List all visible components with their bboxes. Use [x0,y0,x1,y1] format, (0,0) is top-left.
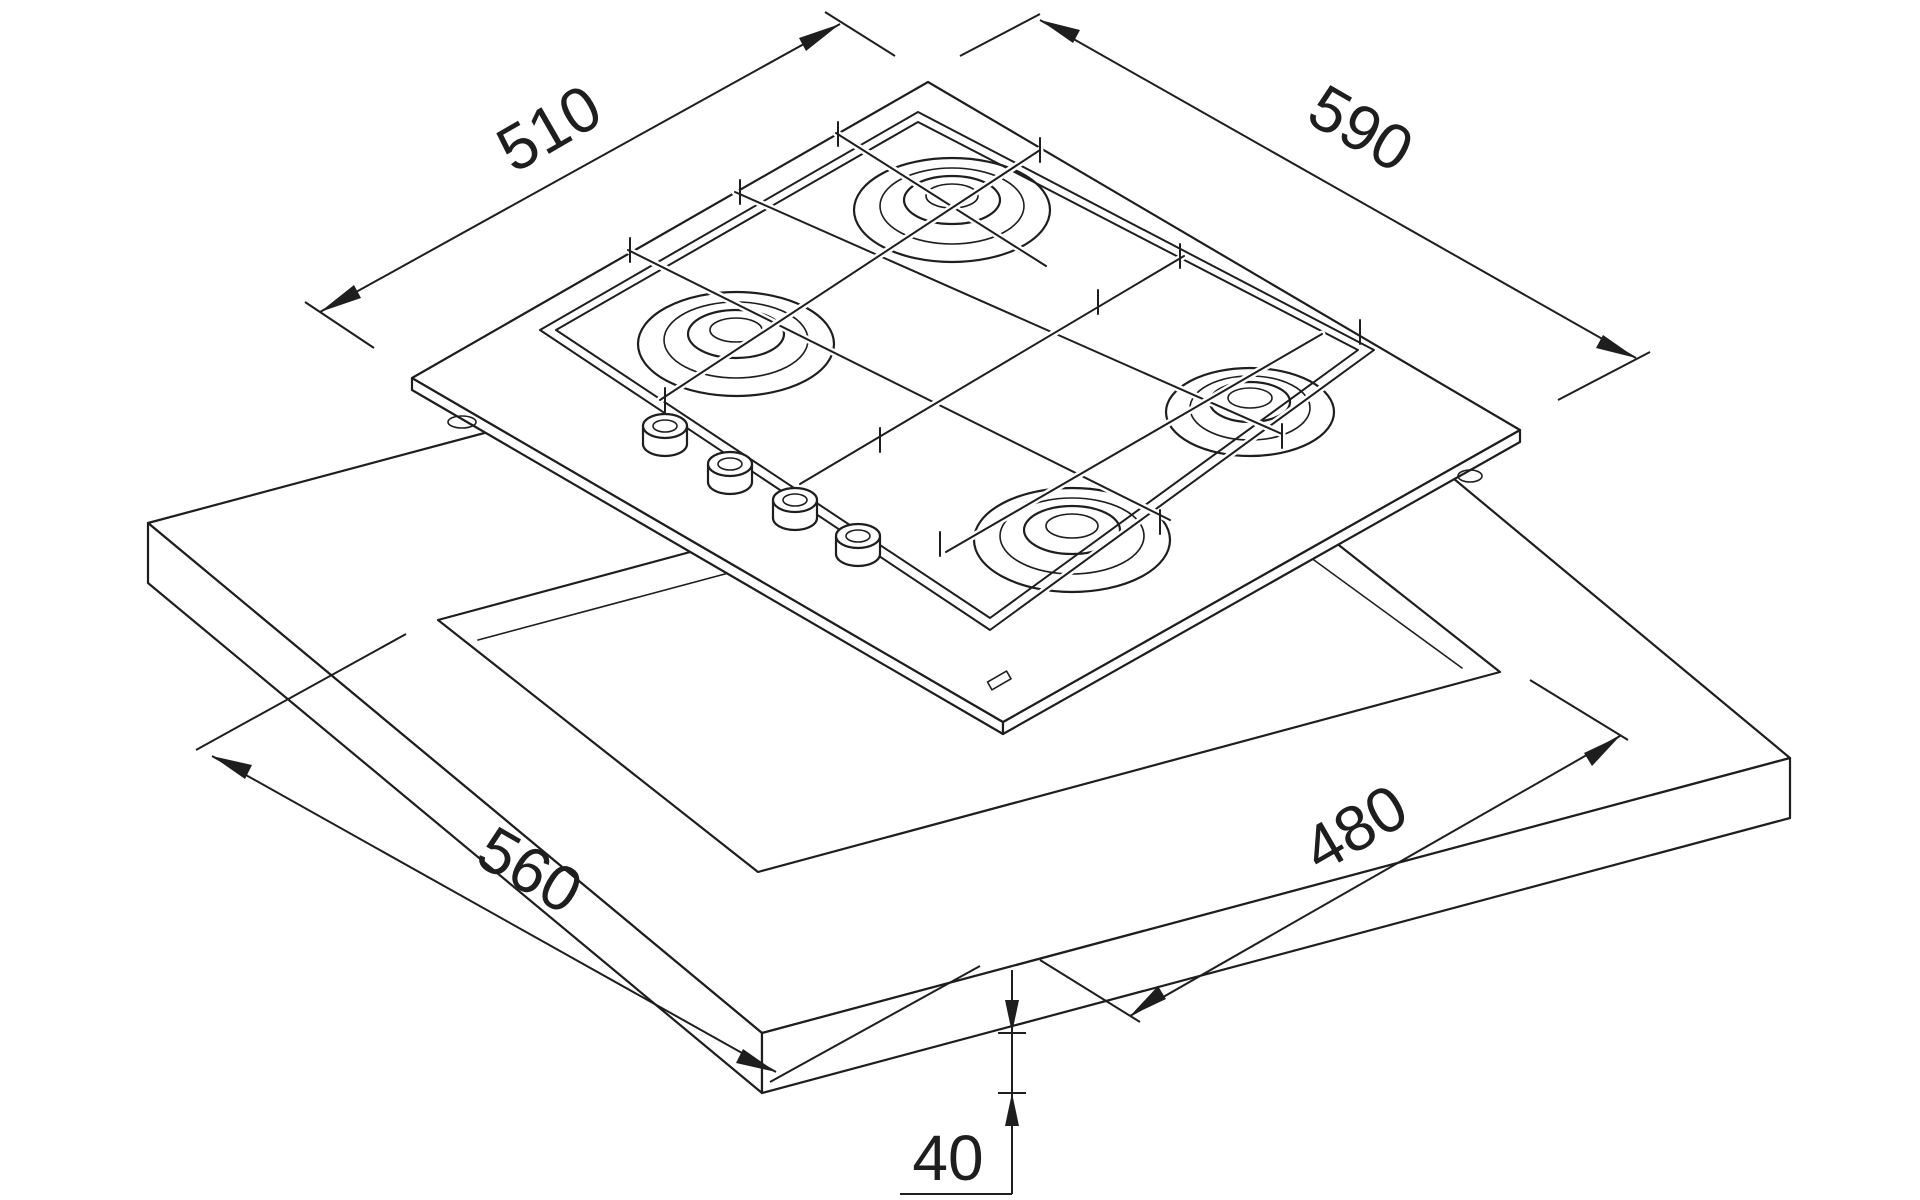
label-40: 40 [912,1122,983,1194]
grate-bar [659,149,1041,401]
control-knob [771,486,819,532]
grate-bar [734,191,1283,435]
grate-posts [629,121,1361,557]
grate-bar [835,132,1047,267]
dimension-560 [195,633,981,1083]
grate-bar [799,255,1185,485]
worktop-side-face [760,756,1792,1095]
control-knob [706,450,754,496]
control-knobs [641,412,882,568]
brand-plate [986,670,1012,691]
grate-frame-inner [555,121,1359,619]
control-knob [834,522,882,568]
hob-foot [447,415,477,429]
control-knob [641,412,689,458]
label-510: 510 [485,70,613,186]
dimension-40 [900,970,1026,1195]
dimension-590 [959,13,1651,401]
grate-bar [945,333,1323,553]
hob-foot [1457,469,1483,483]
label-590: 590 [1297,70,1425,186]
hob [410,80,1522,736]
dimension-480 [1039,679,1629,1023]
dimension-510 [304,11,896,349]
burner-right [1164,366,1336,458]
